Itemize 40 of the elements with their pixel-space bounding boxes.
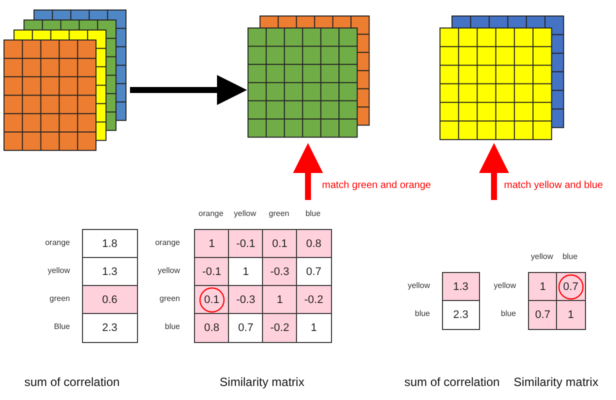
row-label: blue [164,322,180,331]
table-caption: Similarity matrix [218,375,306,389]
row-label: blue [500,309,516,318]
row-label: yellow [494,281,516,290]
row-label: yellow [48,266,70,275]
table-cell: -0.2 [262,313,298,342]
row-label: blue [414,309,430,318]
column-label: yellow [530,252,554,261]
edge-label: match yellow and blue [504,180,603,191]
table-cell: 2.3 [82,313,138,342]
table-cell: -0.2 [296,285,332,314]
row-label: green [160,294,180,303]
table-cell: 0.8 [296,229,332,258]
arrow [479,143,509,200]
table-cell: 0.7 [228,313,264,342]
table-cell: 1 [296,313,332,342]
table-cell: 1.3 [82,257,138,286]
arrow [130,75,247,105]
row-label: Blue [54,322,70,331]
row-label: green [50,294,70,303]
column-label: blue [304,209,322,218]
table-cell: 0.6 [82,285,138,314]
row-label: yellow [408,281,430,290]
column-label: green [268,209,290,218]
row-label: orange [45,238,70,247]
table-cell: 2.3 [442,300,480,330]
table-cell: 0.8 [194,313,230,342]
table-caption: sum of correlation [23,375,121,389]
arrow [293,143,323,200]
edge-label: match green and orange [322,180,431,191]
row-label: orange [155,238,180,247]
column-label: blue [561,252,579,261]
column-label: yellow [232,209,258,218]
column-label: orange [198,209,224,218]
table-cell: 1 [556,300,586,330]
row-label: yellow [158,266,180,275]
table-cell: 0.7 [296,257,332,286]
table-cell: 0.7 [528,300,558,330]
table-cell: 1.3 [442,272,480,302]
table-cell: 1.8 [82,229,138,258]
